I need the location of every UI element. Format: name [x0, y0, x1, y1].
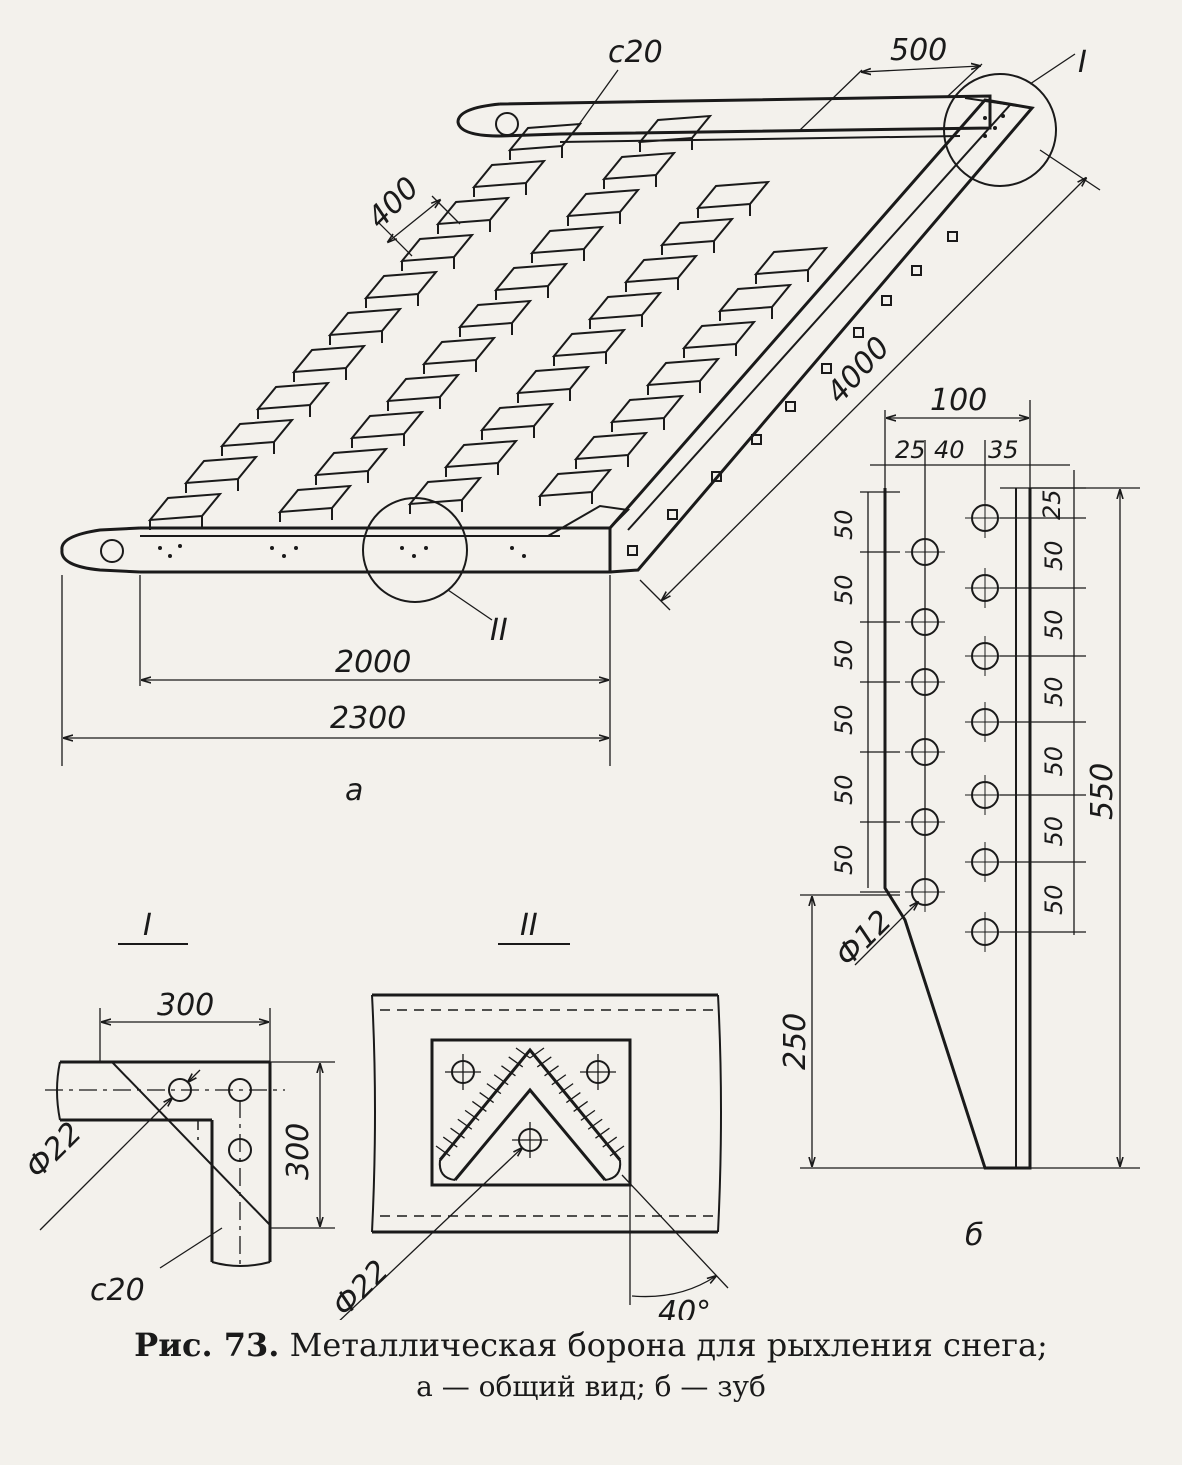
detail-II-angle: 40° — [658, 1295, 711, 1320]
channel-label-top: с20 — [608, 35, 663, 70]
dim-35: 35 — [988, 436, 1019, 464]
dim-2300: 2300 — [330, 701, 406, 736]
dim-250: 250 — [778, 1013, 813, 1070]
tooth-right-pitch: 50 — [1040, 816, 1068, 847]
tooth-left-pitch: 50 — [830, 774, 858, 805]
tooth-left-pitch: 50 — [830, 509, 858, 540]
dim-25-right: 25 — [1038, 489, 1066, 520]
caption-line-1: Рис. 73. Металлическая борона для рыхлен… — [0, 1326, 1182, 1364]
dim-2000: 2000 — [335, 645, 411, 680]
tooth-holes — [905, 498, 1005, 952]
dim-550: 550 — [1085, 763, 1120, 820]
caption-prefix: Рис. 73. — [134, 1326, 280, 1364]
detail-I-title: I — [143, 908, 152, 943]
callout-II-label: II — [490, 613, 508, 648]
callout-II-circle — [362, 497, 468, 603]
dim-25-top: 25 — [895, 436, 926, 464]
tooth-left-pitch: 50 — [830, 639, 858, 670]
tooth-right-pitch: 50 — [1040, 676, 1068, 707]
caption-line-2: а — общий вид; б — зуб — [416, 1370, 766, 1403]
tooth-right-pitch: 50 — [1040, 884, 1068, 915]
tooth-view: 100 25 40 35 50 50 50 50 50 50 50 50 50 50 50 50 2… — [778, 383, 1140, 1253]
detail-I-hole: Ф22 — [19, 1116, 89, 1186]
dim-100: 100 — [930, 383, 987, 418]
tooth-right-pitch: 50 — [1040, 540, 1068, 571]
general-view: 2000 2300 а 4000 500 400 с20 I II — [60, 33, 1101, 808]
tooth-right-pitch: 50 — [1040, 609, 1068, 640]
view-a-label: а — [345, 773, 363, 808]
eye-hole-icon — [100, 539, 124, 563]
detail-I-dim-300-v: 300 — [281, 1123, 316, 1180]
callout-I-circle — [943, 73, 1057, 187]
dim-500: 500 — [890, 33, 947, 68]
caption-title: Металлическая борона для рыхления снега; — [289, 1326, 1048, 1364]
tooth-left-pitch: 50 — [830, 574, 858, 605]
detail-I-channel: с20 — [90, 1273, 145, 1308]
tooth-right-pitch: 50 — [1040, 746, 1068, 777]
hole-dia-12: Ф12 — [829, 904, 899, 974]
view-b-label: б — [965, 1218, 984, 1253]
dim-40: 40 — [934, 436, 965, 464]
detail-II: II Ф22 40° — [326, 908, 729, 1320]
tooth-left-pitch: 50 — [830, 704, 858, 735]
figure-caption: Рис. 73. Металлическая борона для рыхлен… — [0, 1326, 1182, 1403]
dim-400: 400 — [361, 170, 426, 235]
harrow-drawing: 2000 2300 а 4000 500 400 с20 I II — [19, 33, 1140, 1320]
tooth-left-pitch: 50 — [830, 844, 858, 875]
eye-hole-icon — [495, 112, 519, 136]
detail-II-title: II — [520, 908, 538, 943]
detail-II-hole: Ф22 — [326, 1254, 396, 1320]
callout-I-label: I — [1078, 45, 1087, 80]
detail-I: I 300 300 Ф22 с20 — [19, 908, 335, 1308]
detail-I-dim-300-h: 300 — [157, 988, 214, 1023]
